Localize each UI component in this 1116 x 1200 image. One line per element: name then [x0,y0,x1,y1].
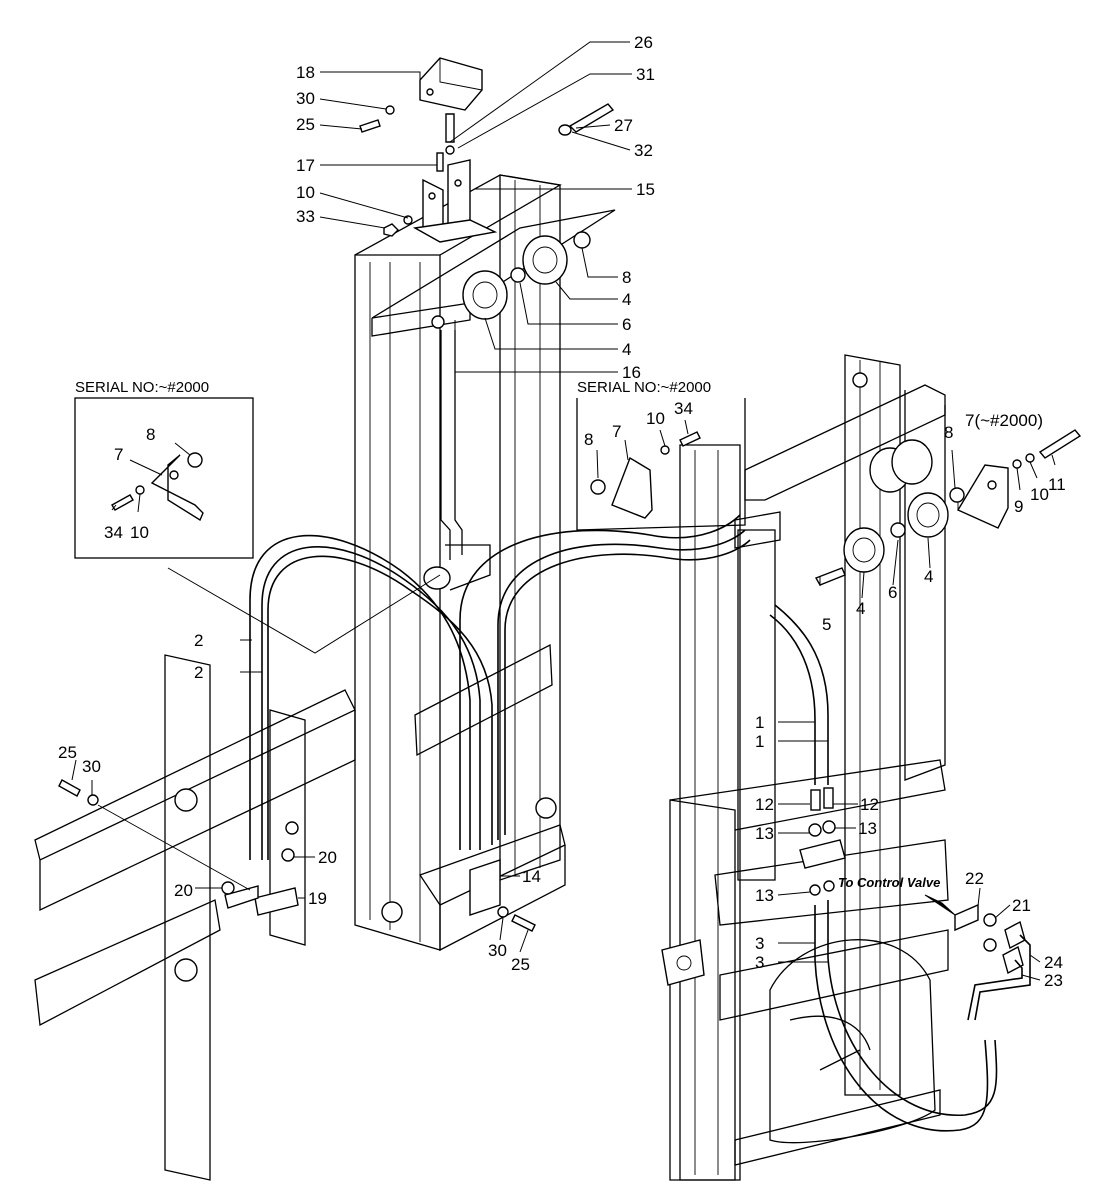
callout-14: 14 [522,867,541,886]
callout-2: 2 [194,663,203,682]
control-valve-note: To Control Valve [838,875,940,890]
callout-33: 33 [296,207,315,226]
callout-30: 30 [488,941,507,960]
callout-17: 17 [296,156,315,175]
bolt-11 [1012,429,1082,469]
callout-8: 8 [622,268,631,287]
callout-26: 26 [634,33,653,52]
callout-13: 13 [858,819,877,838]
bracket-14 [469,859,501,916]
callout-12: 12 [755,795,774,814]
callout-8: 8 [944,423,953,442]
callout-8: 8 [584,430,593,449]
bolt-26 [445,113,455,155]
callout-19: 19 [308,889,327,908]
fork-carriage-right [769,939,936,1144]
bolt-27 [558,103,615,136]
callout-10: 10 [130,523,149,542]
callout-6: 6 [888,583,897,602]
callout-21: 21 [1012,896,1031,915]
callout-13: 13 [755,824,774,843]
leader-lines [71,41,1056,981]
pipes-23-24 [967,934,1031,1021]
callout-10: 10 [1030,485,1049,504]
callout-12: 12 [860,795,879,814]
outer-mast [661,354,949,1181]
callout-4: 4 [924,567,933,586]
callout-8: 8 [146,425,155,444]
callout-24: 24 [1044,953,1063,972]
callout-34: 34 [674,399,693,418]
callout-1: 1 [755,713,764,732]
hoses-center-arc [459,514,751,850]
sheave-right-upper [890,487,965,538]
serial-note-right: SERIAL NO:~#2000 [577,379,711,396]
callout-20: 20 [318,848,337,867]
callout-4: 4 [856,599,865,618]
hoses-2 [249,534,493,860]
hoses-3 [814,900,998,1132]
callout-7: 7 [114,445,123,464]
fork-carriage-left [34,654,356,1181]
callout-1: 1 [755,732,764,751]
bolt-25-left [58,779,251,891]
callout-31: 31 [636,65,655,84]
fittings-21-22 [954,903,1026,975]
fittings-12-13 [799,787,846,896]
callout-25: 25 [296,115,315,134]
callout-30: 30 [296,89,315,108]
fitting-19 [224,885,299,916]
callout-3: 3 [755,934,764,953]
callout-5: 5 [822,615,831,634]
callout-27: 27 [614,116,633,135]
outer-cylinder [734,511,781,881]
callout-13: 13 [755,886,774,905]
callout-25: 25 [511,955,530,974]
callout-20: 20 [174,881,193,900]
callout-22: 22 [965,869,984,888]
bolt-25-top [359,105,395,133]
sheave-right-7 [956,464,1009,529]
callout-4: 4 [622,340,631,359]
callout-7-serial: 7(~#2000) [965,411,1043,430]
hoses-1 [769,604,829,785]
callout-2: 2 [194,631,203,650]
upper-right-sheave-pair [869,439,933,493]
sheave-right-lower [814,527,885,586]
callout-11: 11 [1048,475,1066,494]
callout-15: 15 [636,180,655,199]
sheave-upper-right [522,231,591,285]
callout-16: 16 [622,363,641,382]
pin-17 [436,152,444,172]
callout-32: 32 [634,141,653,160]
serial-inset-left: SERIAL NO:~#2000 [74,379,441,654]
callout-labels: 26 18 31 30 25 27 32 17 15 10 33 8 4 6 4… [58,33,1066,990]
callout-3: 3 [755,953,764,972]
callout-7: 7 [612,422,621,441]
callout-25: 25 [58,743,77,762]
serial-note-left: SERIAL NO:~#2000 [75,379,209,396]
callout-10: 10 [296,183,315,202]
callout-18: 18 [296,63,315,82]
callout-10: 10 [646,409,665,428]
callout-9: 9 [1014,497,1023,516]
callout-34: 34 [104,523,123,542]
callout-23: 23 [1044,971,1063,990]
callout-6: 6 [622,315,631,334]
hose-cover [419,57,483,111]
nut-33 [383,215,413,237]
sheave-upper-left [431,267,526,329]
callout-4: 4 [622,290,631,309]
bolt-25-center [497,906,536,932]
hose-guide-bracket [412,159,498,243]
control-valve-arrow [924,894,956,916]
serial-inset-right: SERIAL NO:~#2000 [576,379,746,531]
callout-30: 30 [82,757,101,776]
lower-center-sheave [423,330,491,591]
